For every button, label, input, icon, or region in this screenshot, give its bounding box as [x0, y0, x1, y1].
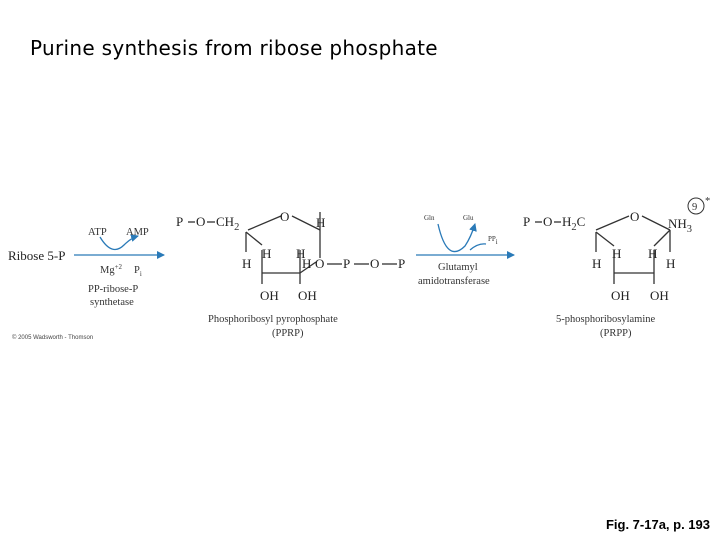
- pi-byproduct-label: Pi: [134, 265, 142, 278]
- prpp-name: 5-phosphoribosylamine: [556, 314, 655, 325]
- pprp-oh-c2: OH: [298, 288, 317, 303]
- step-marker: 9 *: [687, 196, 710, 215]
- atp-label: ATP: [88, 227, 107, 238]
- prpp-h-c4: H: [612, 246, 621, 261]
- reaction-1: Ribose 5-P ATP AMP Mg+2 Pi PP-ribose-P s…: [8, 227, 165, 308]
- prpp-nh3: NH3: [668, 216, 692, 235]
- pprp-h-c1: H: [302, 256, 311, 271]
- pprp-pp-o1: O: [315, 256, 324, 271]
- prpp-ester-o: O: [543, 214, 552, 229]
- pprp-structure: P O CH2 O H H H H H O P O P OH OH Phosph…: [176, 209, 405, 339]
- pprp-oh-c3: OH: [260, 288, 279, 303]
- ppi-byproduct-label: PPi: [488, 235, 498, 246]
- mg-ion-label: Mg+2: [100, 263, 123, 276]
- pprp-name: Phosphoribosyl pyrophosphate: [208, 314, 338, 325]
- amp-label: AMP: [126, 227, 149, 238]
- pprp-pp-o2: O: [370, 256, 379, 271]
- pprp-h-c3: H: [262, 246, 271, 261]
- prpp-h-c3: H: [592, 256, 601, 271]
- step-star: *: [705, 196, 710, 207]
- prpp-oh-c2: OH: [650, 288, 669, 303]
- pprp-h-anomeric: H: [316, 215, 325, 230]
- reaction-2: Gln Glu PPi Glutamyl amidotransferase: [416, 214, 515, 287]
- pprp-phosphate-p: P: [176, 214, 183, 229]
- pprp-ch2: CH2: [216, 214, 239, 233]
- enzyme-1-name-line1: PP-ribose-P: [88, 284, 138, 295]
- pprp-pp-p1: P: [343, 256, 350, 271]
- pprp-h-c2: H: [296, 246, 305, 261]
- pprp-pp-p2: P: [398, 256, 405, 271]
- prpp-phosphate-p: P: [523, 214, 530, 229]
- figure-caption: Fig. 7-17a, p. 193: [605, 517, 710, 532]
- pprp-abbrev: (PPRP): [272, 328, 304, 339]
- copyright-credit: © 2005 Wadsworth - Thomson: [12, 334, 93, 341]
- prpp-abbrev: (PRPP): [600, 328, 632, 339]
- gln-label: Gln: [424, 214, 435, 222]
- prpp-h-c1: H: [648, 246, 657, 261]
- pprp-ring-o: O: [280, 209, 289, 224]
- enzyme-2-name-line1: Glutamyl: [438, 262, 478, 273]
- pprp-h-c4: H: [242, 256, 251, 271]
- gln-glu-curved-arrow: [437, 223, 477, 253]
- prpp-structure: P O H2C O NH3 H H H H OH OH 5-phosphorib…: [523, 209, 692, 339]
- ribose-5p-label: Ribose 5-P: [8, 248, 65, 263]
- atp-amp-curved-arrow: [99, 234, 139, 251]
- prpp-oh-c3: OH: [611, 288, 630, 303]
- ppi-branch-line: [469, 243, 487, 251]
- pprp-ester-o: O: [196, 214, 205, 229]
- prpp-ring-o: O: [630, 209, 639, 224]
- step-number: 9: [692, 202, 697, 213]
- glu-label: Glu: [463, 214, 474, 222]
- enzyme-2-name-line2: amidotransferase: [418, 276, 490, 287]
- slide-title: Purine synthesis from ribose phosphate: [30, 36, 438, 60]
- prpp-h2c: H2C: [562, 214, 585, 233]
- enzyme-1-name-line2: synthetase: [90, 297, 134, 308]
- prpp-h-c2: H: [666, 256, 675, 271]
